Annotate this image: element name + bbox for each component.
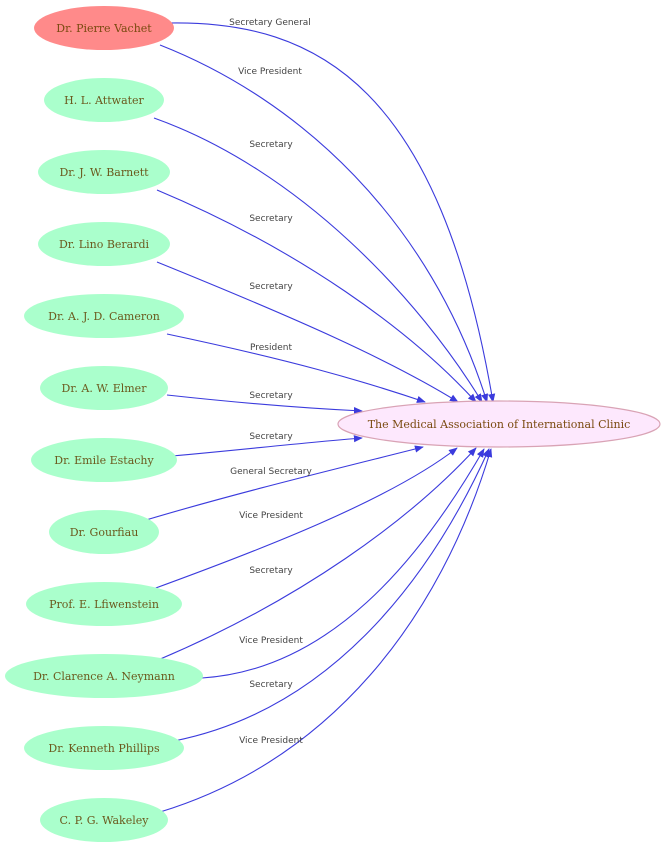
node-label: Prof. E. Lfiwenstein [49, 598, 159, 611]
edge-label-vice-president: Vice President [239, 511, 303, 521]
node-label: Dr. Emile Estachy [54, 454, 154, 467]
node-dr-clarence-a-neymann[interactable]: Dr. Clarence A. Neymann [5, 654, 203, 698]
node-label: Dr. Kenneth Phillips [48, 742, 160, 755]
edge-label-secretary-general: Secretary General [229, 18, 311, 28]
node-ellipse [38, 222, 170, 266]
node-dr-lino-berardi[interactable]: Dr. Lino Berardi [38, 222, 170, 266]
edge-label-secretary: Secretary [249, 680, 293, 690]
node-prof-e-lfiwenstein[interactable]: Prof. E. Lfiwenstein [26, 582, 182, 626]
organization-label: The Medical Association of International… [368, 418, 631, 431]
node-dr-emile-estachy[interactable]: Dr. Emile Estachy [31, 438, 177, 482]
node-dr-pierre-vachet[interactable]: Dr. Pierre Vachet [34, 6, 174, 50]
node-label: Dr. Pierre Vachet [56, 22, 152, 35]
node-label: Dr. Lino Berardi [59, 238, 150, 251]
edge-label-secretary: Secretary [249, 214, 293, 224]
edge-dr-emile-estachy-secretary [171, 435, 363, 457]
edge-label-president: President [250, 343, 292, 353]
node-label: Dr. A. J. D. Cameron [48, 310, 160, 323]
node-c-p-g-wakeley[interactable]: C. P. G. Wakeley [40, 798, 168, 842]
node-ellipse [24, 726, 184, 770]
edge-dr-kenneth-phillips-secretary [173, 448, 490, 742]
node-ellipse [5, 654, 203, 698]
edge-dr-pierre-vachet-secretary-general [167, 22, 496, 403]
node-label: Dr. A. W. Elmer [62, 382, 148, 395]
edge-dr-pierre-vachet-vice-president [159, 44, 489, 403]
edge-label-secretary: Secretary [249, 140, 293, 150]
node-label: Dr. Gourfiau [70, 526, 139, 539]
node-ellipse [34, 6, 174, 50]
node-label: C. P. G. Wakeley [60, 814, 150, 827]
node-organization[interactable]: The Medical Association of International… [337, 400, 661, 448]
node-label: H. L. Attwater [64, 94, 144, 107]
edge-label-general-secretary: General Secretary [230, 467, 312, 477]
edge-dr-j-w-barnett-secretary [156, 189, 477, 403]
node-ellipse [40, 798, 168, 842]
node-dr-gourfiau[interactable]: Dr. Gourfiau [49, 510, 159, 554]
edge-label-vice-president: Vice President [238, 67, 302, 77]
node-ellipse [40, 366, 168, 410]
edge-label-secretary: Secretary [249, 432, 293, 442]
edge-dr-clarence-a-neymann-secretary [157, 447, 477, 661]
node-label: Dr. J. W. Barnett [59, 166, 149, 179]
node-ellipse [31, 438, 177, 482]
edge-layer [145, 22, 496, 813]
node-ellipse [24, 294, 184, 338]
node-ellipse [49, 510, 159, 554]
edge-h-l-attwater-secretary [153, 117, 483, 403]
node-h-l-attwater[interactable]: H. L. Attwater [44, 78, 164, 122]
node-ellipse [26, 582, 182, 626]
edge-c-p-g-wakeley-vice-president [159, 448, 493, 813]
edge-dr-gourfiau-general-secretary [145, 445, 424, 521]
edge-label-vice-president: Vice President [239, 736, 303, 746]
node-ellipse [38, 150, 170, 194]
edge-dr-a-j-d-cameron-president [166, 333, 426, 403]
node-dr-kenneth-phillips[interactable]: Dr. Kenneth Phillips [24, 726, 184, 770]
organization-ellipse [337, 400, 661, 448]
edge-label-secretary: Secretary [249, 282, 293, 292]
node-dr-a-w-elmer[interactable]: Dr. A. W. Elmer [40, 366, 168, 410]
edge-dr-clarence-a-neymann-vice-president [201, 448, 485, 679]
edge-dr-a-w-elmer-secretary [166, 394, 363, 415]
edge-label-vice-president: Vice President [239, 636, 303, 646]
edge-label-secretary: Secretary [249, 566, 293, 576]
edge-dr-lino-berardi-secretary [156, 261, 459, 403]
node-dr-j-w-barnett[interactable]: Dr. J. W. Barnett [38, 150, 170, 194]
edge-prof-e-lfiwenstein-vice-president [152, 447, 458, 590]
node-dr-a-j-d-cameron[interactable]: Dr. A. J. D. Cameron [24, 294, 184, 338]
node-ellipse [44, 78, 164, 122]
node-label: Dr. Clarence A. Neymann [33, 670, 175, 683]
edge-label-secretary: Secretary [249, 391, 293, 401]
